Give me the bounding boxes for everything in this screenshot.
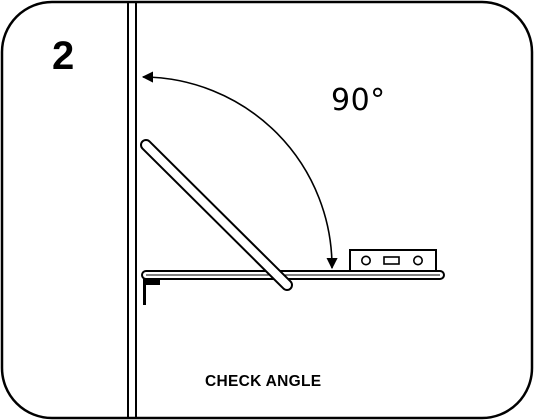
- horizontal-bar: [141, 270, 445, 280]
- angle-label: 90°: [331, 83, 386, 118]
- step-number: 2: [52, 34, 75, 78]
- angle-arc-arrow: [141, 71, 338, 270]
- diagonal-brace: [140, 139, 293, 291]
- vertical-post: [127, 3, 137, 417]
- caption: CHECK ANGLE: [205, 373, 322, 390]
- corner-bracket: [143, 279, 160, 305]
- spirit-level: [349, 249, 437, 272]
